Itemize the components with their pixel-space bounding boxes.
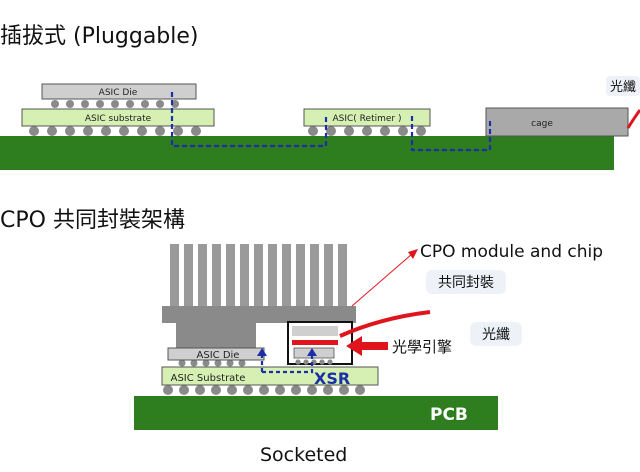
cpo-module-leader-arrowhead <box>408 249 418 259</box>
xsr-arrowhead-right <box>307 348 317 356</box>
heatsink-pedestal <box>176 322 256 348</box>
heatsink-base <box>162 306 356 323</box>
asic-die-label: ASIC Die <box>99 88 138 98</box>
retimer-chip <box>303 108 431 127</box>
pluggable-heading: 插拔式 (Pluggable) <box>0 24 199 49</box>
copackaged-label: 共同封裝 <box>426 270 506 294</box>
xsr-trace <box>260 354 314 374</box>
optical-engine-red-layer <box>292 340 338 345</box>
cpo-module-leader <box>351 253 413 307</box>
optical-engine-arrowhead <box>346 336 362 356</box>
xsr-arrowhead-left <box>257 348 267 356</box>
xsr-label: XSR <box>314 369 350 388</box>
retimer-solder-balls <box>308 126 426 136</box>
pcb-label: PCB <box>430 405 468 425</box>
cpo-asic-substrate-label: ASIC Substrate <box>171 373 246 384</box>
die-bumps <box>51 100 179 108</box>
socketed-caption: Socketed <box>260 444 348 466</box>
cpo-asic-die-label: ASIC Die <box>197 350 240 361</box>
heatsink-fins <box>170 244 347 308</box>
cpo-fiber <box>339 310 431 338</box>
asic-substrate-label: ASIC substrate <box>85 114 152 124</box>
optical-engine-lid <box>292 326 338 336</box>
cpo-diagram: PCB ASIC Substrate ASIC Die <box>134 244 498 430</box>
cpo-solder-balls <box>163 385 365 395</box>
substrate-solder-balls <box>29 126 201 136</box>
pluggable-fiber-label: 光纖 <box>610 80 636 95</box>
pluggable-pcb-board <box>0 136 614 170</box>
cpo-fiber-label: 光纖 <box>470 322 522 346</box>
asic-substrate <box>21 108 215 127</box>
pluggable-fiber <box>626 109 640 129</box>
fiber-label-bg <box>606 76 640 96</box>
cpo-module-label: CPO module and chip <box>420 242 604 262</box>
cpo-pcb <box>134 396 498 430</box>
cpo-heading: CPO 共同封裝架構 <box>0 208 185 233</box>
pluggable-diagram: ASIC substrate ASIC Die ASIC( Retimer ) … <box>0 76 640 170</box>
optical-cage <box>485 107 629 137</box>
cpo-asic-substrate <box>161 366 379 386</box>
optical-engine-label: 光學引擎 <box>392 338 453 356</box>
cpo-die-bumps <box>178 359 246 367</box>
optical-engine-bumps <box>295 359 333 365</box>
electrical-trace <box>170 92 492 152</box>
asic-die <box>41 83 197 100</box>
retimer-label: ASIC( Retimer ) <box>333 114 402 124</box>
cage-label: cage <box>531 119 553 129</box>
